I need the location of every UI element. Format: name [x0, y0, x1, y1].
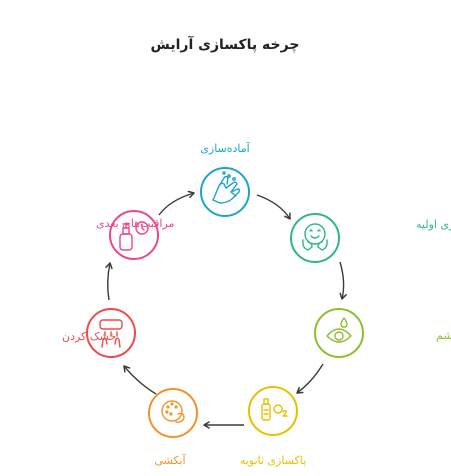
step-rinse: آبکشی: [148, 388, 198, 467]
happy-face-hands-icon: [302, 223, 328, 251]
diagram-title: چرخه پاکسازی آرایش: [151, 35, 300, 53]
arrow-preparation-to-initial: [256, 194, 291, 220]
step-label-drying: خشک کردن: [62, 330, 116, 343]
step-preparation: آماده‌سازی: [200, 141, 251, 217]
eye-with-drop-icon: [326, 317, 352, 343]
step-initial-cleanse: پاکسازی اولیه: [290, 213, 451, 263]
step-circle-preparation: [200, 167, 250, 217]
step-label-rinse: آبکشی: [154, 453, 186, 467]
step-eye-cleanse: پاکسازی چشم: [314, 308, 451, 358]
step-circle-rinse: [148, 388, 198, 438]
step-label-initial-cleanse: پاکسازی اولیه: [416, 218, 451, 231]
cycle-arrows: [105, 190, 347, 429]
step-label-aftercare: مراقبت‌های بعدی: [96, 217, 175, 230]
bottle-o2-icon: [261, 398, 288, 421]
arrow-eye-to-second: [296, 363, 324, 394]
step-second-cleanse: پاکسازی ثانویه: [240, 386, 306, 467]
step-label-second-cleanse: پاکسازی ثانویه: [240, 454, 306, 467]
step-circle-second-cleanse: [248, 386, 298, 436]
arrow-drying-to-aftercare: [105, 262, 113, 301]
arrow-initial-to-eye: [339, 261, 347, 300]
arrow-aftercare-to-preparation: [158, 190, 195, 216]
hand-dryer-icon: [99, 319, 123, 348]
step-drying: خشک کردن: [62, 308, 136, 358]
step-aftercare: مراقبت‌های بعدی: [96, 210, 175, 260]
step-circle-eye-cleanse: [314, 308, 364, 358]
step-label-eye-cleanse: پاکسازی چشم: [436, 329, 451, 342]
step-label-preparation: آماده‌سازی: [200, 141, 250, 155]
hands-washing-icon: [212, 171, 241, 204]
arrow-rinse-to-drying: [123, 365, 157, 395]
spray-bottle-clock-icon: [119, 221, 149, 251]
face-splash-icon: [161, 400, 185, 423]
